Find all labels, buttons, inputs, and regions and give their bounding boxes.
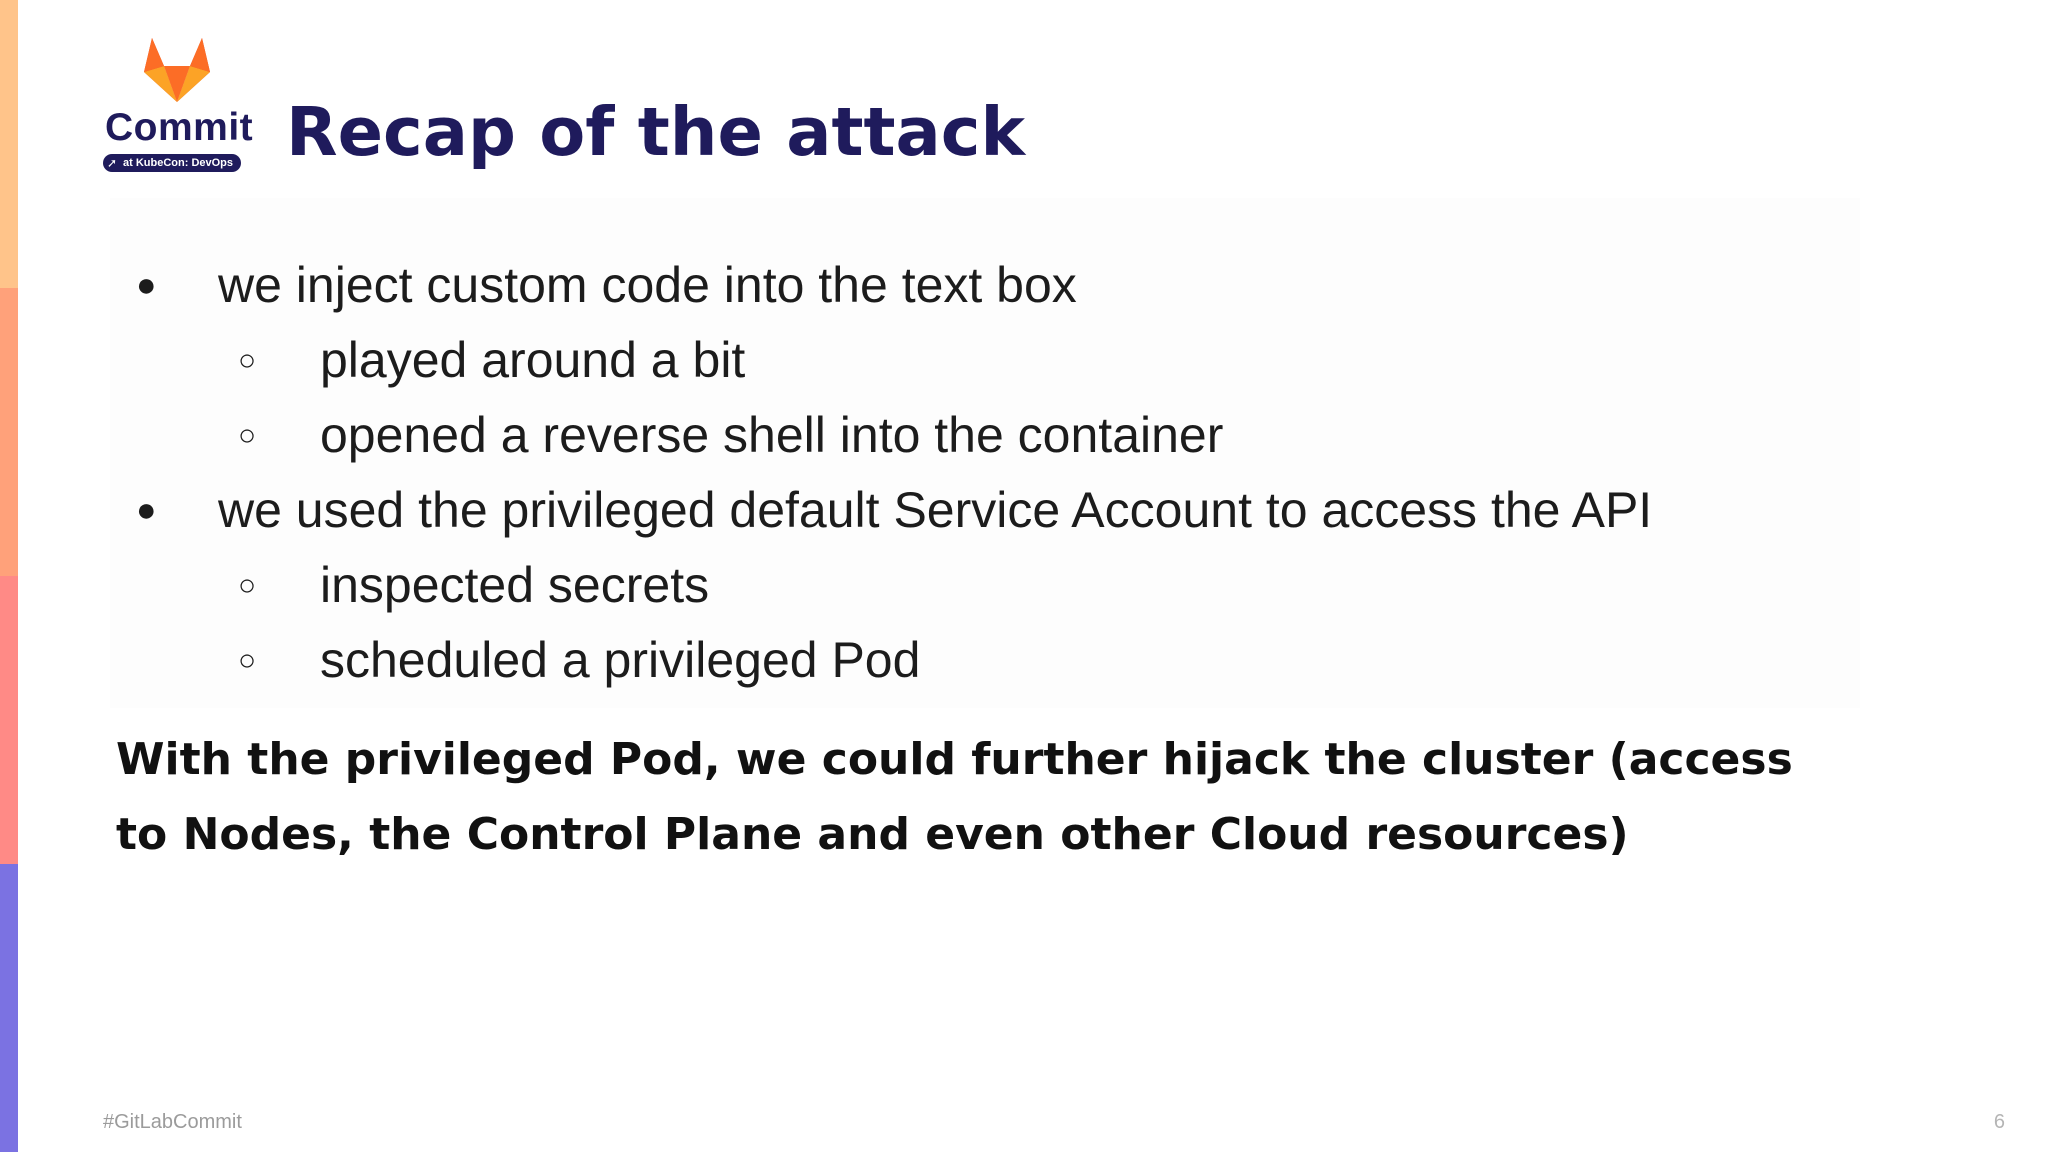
bullet-text: we inject custom code into the text box: [218, 257, 1077, 313]
bullet-marker: ○: [238, 344, 257, 377]
logo-wordmark: Commit: [105, 106, 254, 149]
bullet-text: opened a reverse shell into the containe…: [320, 407, 1224, 463]
stripe-segment-coral: [0, 288, 18, 576]
bullet-marker: ○: [238, 644, 257, 677]
arrow-icon: ➚: [107, 156, 118, 170]
page-number: 6: [1993, 1111, 2005, 1133]
side-color-stripe: [0, 0, 18, 1152]
conclusion-text: With the privileged Pod, we could furthe…: [116, 734, 1793, 860]
bullet-text: inspected secrets: [320, 557, 710, 613]
bullet-text: scheduled a privileged Pod: [320, 632, 921, 688]
stripe-segment-pink: [0, 576, 18, 864]
footer-hashtag: #GitLabCommit: [103, 1111, 242, 1133]
logo-tagline: at KubeCon: DevOps: [123, 157, 234, 169]
logo-tagline-badge: ➚ at KubeCon: DevOps: [103, 154, 242, 172]
slide-title: Recap of the attack: [286, 93, 1025, 171]
commit-logo: Commit ➚ at KubeCon: DevOps: [103, 36, 253, 176]
bullet-marker: ○: [238, 569, 257, 602]
bullet-text: we used the privileged default Service A…: [218, 482, 1653, 538]
content-area: ● we inject custom code into the text bo…: [110, 198, 1860, 708]
stripe-segment-purple: [0, 864, 18, 1152]
bullet-marker: ○: [238, 419, 257, 452]
bullet-marker: ●: [136, 266, 157, 304]
bullet-marker: ●: [136, 491, 157, 529]
stripe-segment-orange: [0, 0, 18, 288]
gitlab-fox-icon: [144, 38, 210, 102]
bullet-text: played around a bit: [320, 332, 746, 388]
